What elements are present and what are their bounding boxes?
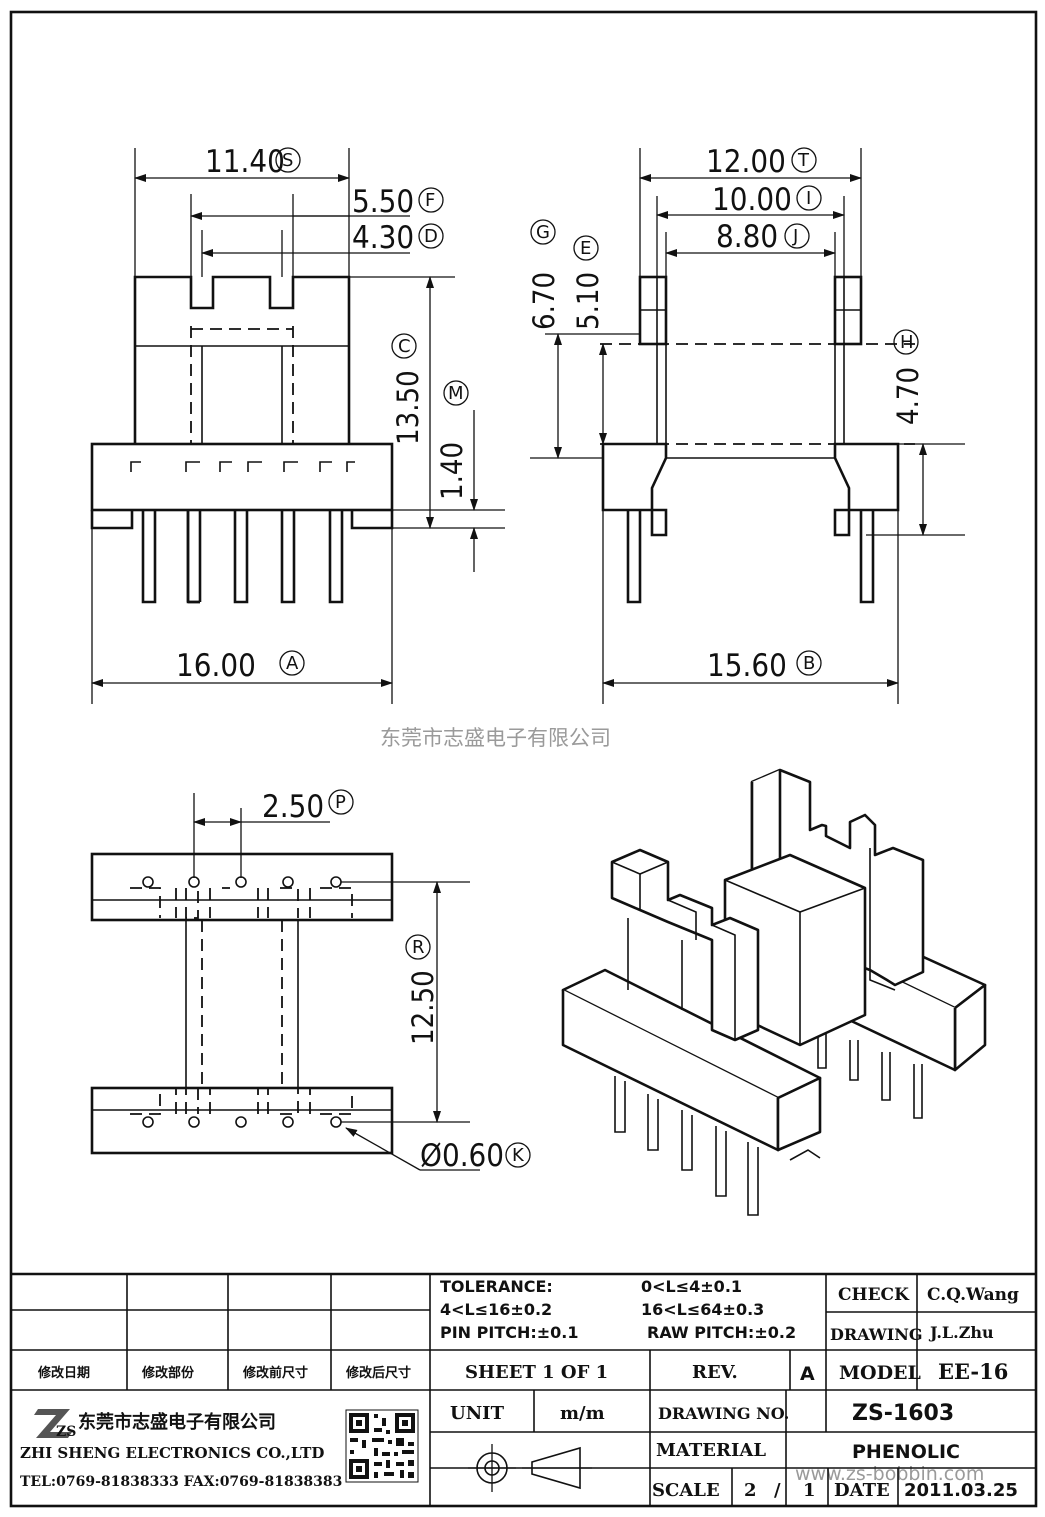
date-label: DATE	[834, 1480, 890, 1501]
dim-11-40: 11.40	[205, 144, 285, 180]
tolerance-row-1: 0<L≤4±0.1	[641, 1277, 742, 1296]
company-logo: ZS	[34, 1409, 76, 1440]
drawing-value: J.L.Zhu	[928, 1323, 994, 1342]
dim-4-70: 4.70	[891, 367, 925, 425]
pin-pitch: PIN PITCH:±0.1	[440, 1323, 579, 1342]
drawing-label: DRAWING	[830, 1325, 923, 1344]
isometric-view	[561, 768, 987, 1216]
date-value: 2011.03.25	[904, 1480, 1018, 1501]
svg-text:H: H	[900, 332, 914, 353]
logo-text: ZS	[56, 1424, 76, 1440]
title-block: TOLERANCE: 0<L≤4±0.1 4<L≤16±0.2 16<L≤64±…	[11, 1272, 1036, 1506]
front-view-dimensions: 11.40 S 5.50 F 4.30 D 13.50 C 1.40 M 16.…	[91, 144, 505, 704]
company-name-en: ZHI SHENG ELECTRONICS CO.,LTD	[20, 1444, 324, 1462]
svg-text:K: K	[512, 1145, 525, 1166]
check-label: CHECK	[838, 1285, 910, 1305]
dim-8-80: 8.80	[716, 219, 778, 255]
scale-denominator: 1	[803, 1480, 816, 1501]
revision-after-header: 修改后尺寸	[345, 1365, 411, 1381]
dim-2-50: 2.50	[262, 789, 324, 825]
svg-text:G: G	[536, 222, 550, 243]
dim-6-70: 6.70	[527, 272, 561, 330]
watermark-company: 东莞市志盛电子有限公司	[380, 726, 611, 750]
drawing-no-label: DRAWING NO.	[658, 1404, 789, 1423]
svg-text:D: D	[424, 226, 438, 247]
dim-1-40: 1.40	[435, 442, 469, 500]
tolerance-label: TOLERANCE:	[440, 1277, 553, 1296]
model-label: MODEL	[839, 1362, 921, 1384]
scale-numerator: 2	[744, 1480, 757, 1501]
svg-text:B: B	[803, 653, 815, 674]
scale-label: SCALE	[652, 1480, 720, 1501]
model-value: EE-16	[938, 1359, 1008, 1384]
svg-text:P: P	[335, 792, 346, 813]
svg-text:S: S	[282, 150, 293, 171]
svg-text:R: R	[412, 937, 425, 958]
svg-text:J: J	[792, 226, 798, 247]
material-value: PHENOLIC	[852, 1441, 960, 1463]
svg-text:F: F	[425, 190, 435, 211]
material-label: MATERIAL	[656, 1440, 766, 1461]
bottom-view	[90, 852, 394, 1155]
dim-12-00: 12.00	[706, 144, 786, 180]
sheet-label: SHEET 1 OF 1	[465, 1362, 608, 1383]
drawing-border	[9, 10, 1038, 1508]
front-view	[90, 275, 394, 604]
unit-label: UNIT	[450, 1403, 505, 1424]
unit-value: m/m	[560, 1403, 605, 1424]
svg-text:A: A	[286, 653, 299, 674]
dim-13-50: 13.50	[391, 370, 425, 445]
rev-value: A	[800, 1363, 815, 1385]
svg-text:C: C	[398, 336, 411, 357]
side-view-dimensions: 12.00 T 10.00 I 8.80 J 6.70 G 5.10 E 4.7…	[527, 144, 965, 704]
dim-5-50: 5.50	[352, 184, 414, 220]
dim-12-50: 12.50	[406, 970, 440, 1045]
dim-15-60: 15.60	[707, 648, 787, 684]
svg-text:E: E	[580, 238, 591, 259]
raw-pitch: RAW PITCH:±0.2	[647, 1323, 796, 1342]
company-contact: TEL:0769-81838333 FAX:0769-81838383	[20, 1474, 342, 1490]
svg-text:I: I	[806, 188, 811, 209]
check-value: C.Q.Wang	[927, 1285, 1019, 1305]
company-name-cn: 东莞市志盛电子有限公司	[78, 1411, 276, 1433]
svg-text:M: M	[448, 383, 464, 404]
tolerance-row-3: 16<L≤64±0.3	[641, 1300, 764, 1319]
dim-5-10: 5.10	[571, 272, 605, 330]
side-view	[600, 275, 915, 604]
dim-10-00: 10.00	[712, 182, 792, 218]
tolerance-row-2: 4<L≤16±0.2	[440, 1300, 552, 1319]
drawing-no-value: ZS-1603	[852, 1401, 954, 1426]
svg-text:T: T	[797, 150, 810, 171]
revision-date-header: 修改日期	[37, 1365, 90, 1381]
projection-symbol	[468, 1444, 592, 1492]
scale-separator: /	[774, 1480, 781, 1501]
rev-label: REV.	[692, 1362, 738, 1383]
dim-0-60: Ø0.60	[420, 1138, 504, 1174]
bottom-view-dimensions: 2.50 P 12.50 R Ø0.60 K	[193, 789, 531, 1174]
dim-16-00: 16.00	[176, 648, 256, 684]
revision-before-header: 修改前尺寸	[242, 1365, 308, 1381]
dim-4-30: 4.30	[352, 220, 414, 256]
revision-part-header: 修改部份	[141, 1365, 195, 1381]
qr-code	[345, 1409, 419, 1483]
